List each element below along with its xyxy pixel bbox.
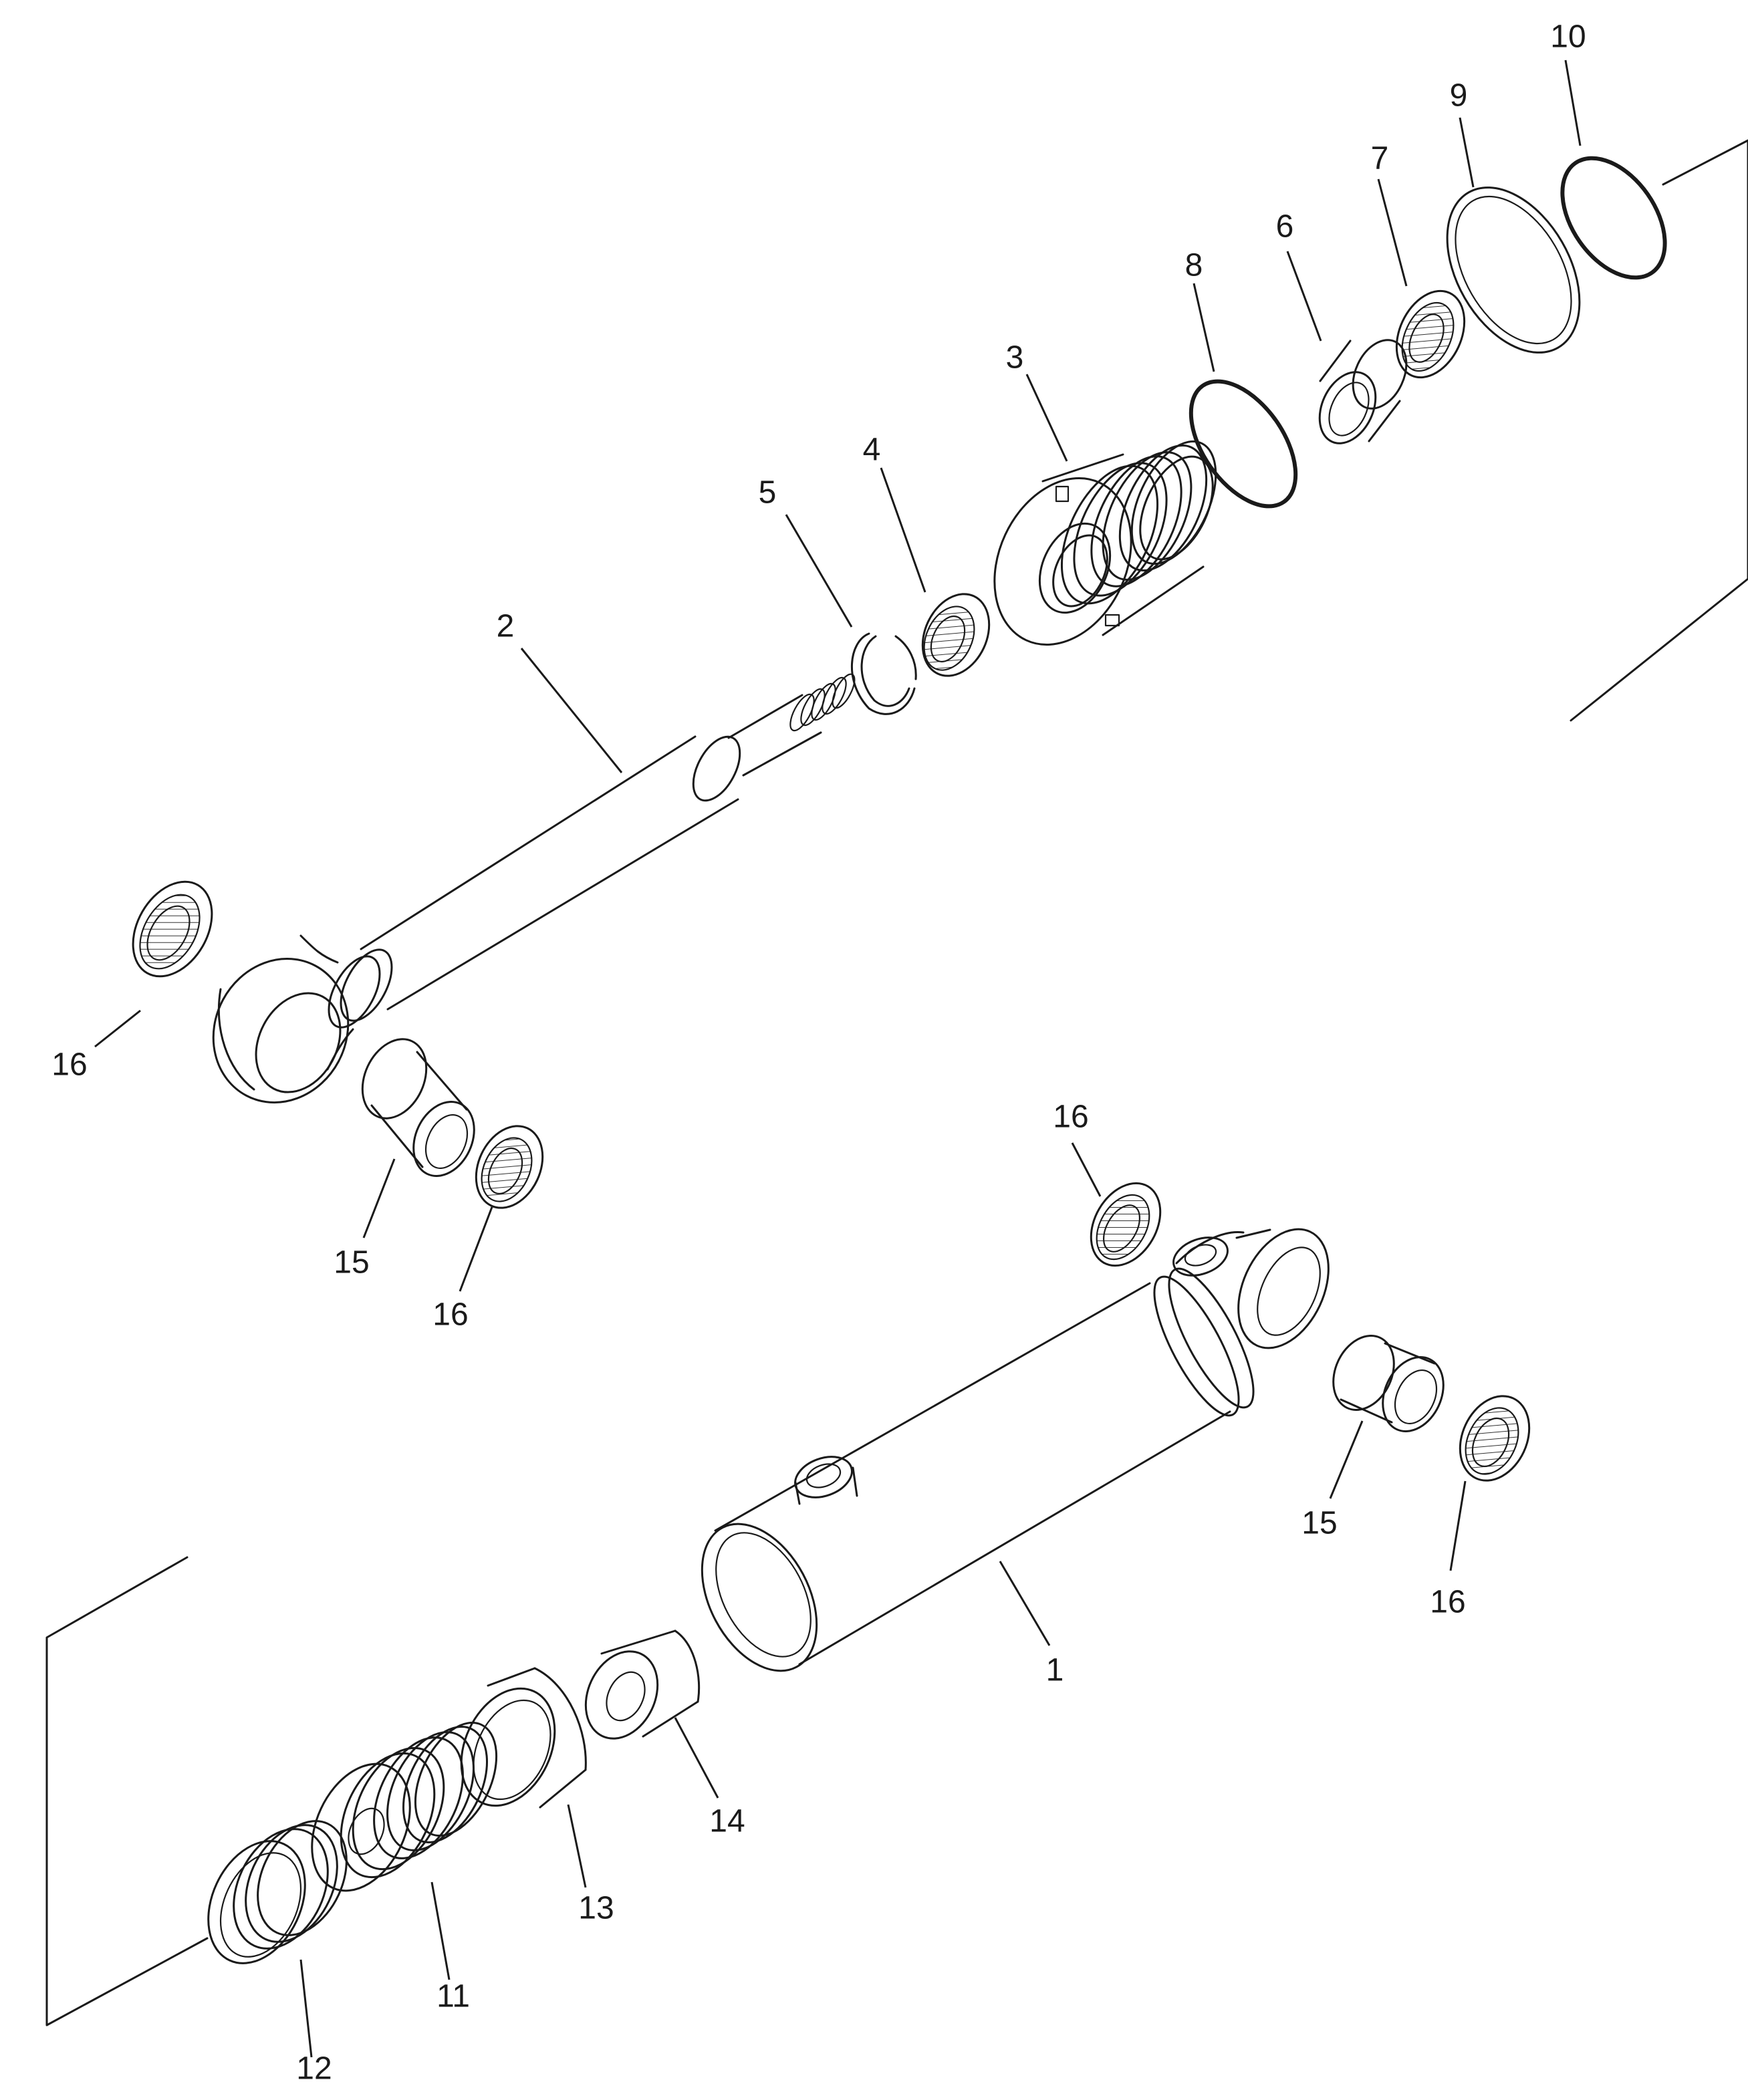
head-seal: [1395, 289, 1466, 379]
leader-lines: [94, 59, 1582, 2058]
tube-dust-seal-top: [1090, 1182, 1162, 1267]
leader-4: [880, 467, 926, 593]
label-13: 13: [578, 1891, 614, 1926]
tube-dust-seal-right: [1459, 1395, 1531, 1482]
label-4: 4: [863, 432, 881, 468]
leader-16b: [459, 1206, 493, 1292]
leader-6: [1286, 251, 1322, 342]
backup-ring: [1446, 186, 1581, 354]
leader-12: [299, 1959, 313, 2058]
cylinder-head: [993, 440, 1217, 646]
upper-bracket-line: [1570, 139, 1748, 722]
leader-16c: [1071, 1142, 1102, 1197]
label-16d: 16: [1430, 1585, 1465, 1620]
leader-9: [1459, 117, 1475, 188]
label-7: 7: [1371, 141, 1389, 176]
label-11: 11: [436, 1979, 470, 2014]
label-9: 9: [1450, 78, 1468, 114]
leader-15b: [1329, 1420, 1364, 1499]
label-15b: 15: [1301, 1506, 1337, 1541]
label-16c: 16: [1053, 1099, 1088, 1135]
label-16a: 16: [51, 1047, 87, 1083]
leader-7: [1377, 178, 1408, 287]
leader-14: [674, 1717, 719, 1799]
label-5: 5: [759, 475, 777, 511]
leader-5: [785, 514, 853, 628]
piston-nut: [584, 1629, 701, 1740]
label-16b: 16: [432, 1297, 468, 1333]
leader-11: [430, 1881, 451, 1980]
label-15a: 15: [334, 1245, 369, 1281]
leader-3: [1025, 374, 1068, 462]
label-14: 14: [709, 1804, 745, 1839]
label-10: 10: [1550, 19, 1586, 55]
leader-1: [999, 1561, 1051, 1646]
label-12: 12: [296, 2051, 332, 2087]
leader-15a: [362, 1158, 396, 1238]
leader-8: [1193, 283, 1215, 372]
rod-eye-dust-seal-right: [475, 1125, 544, 1209]
o-ring: [1560, 156, 1667, 280]
cylinder-tube: [701, 1228, 1330, 1672]
leader-16a: [94, 1009, 141, 1048]
label-3: 3: [1006, 340, 1024, 376]
leader-10: [1564, 59, 1582, 146]
leader-16d: [1449, 1480, 1467, 1571]
rod-eye-dust-seal-left: [132, 880, 213, 978]
label-6: 6: [1276, 209, 1294, 245]
label-2: 2: [497, 609, 515, 644]
leader-13: [567, 1804, 587, 1888]
snap-ring: [850, 632, 917, 715]
head-o-ring: [1189, 379, 1298, 509]
head-bushing: [1318, 339, 1408, 444]
label-1: 1: [1046, 1653, 1064, 1688]
lower-bracket-line: [45, 1556, 209, 2026]
tube-bushing: [1332, 1335, 1445, 1432]
piston: [311, 1722, 498, 1892]
leader-2: [520, 648, 623, 773]
rod-seal: [921, 593, 991, 677]
piston-rod: [212, 673, 856, 1103]
label-8: 8: [1185, 248, 1203, 283]
piston-seal: [207, 1820, 348, 1964]
wear-ring: [460, 1667, 587, 1809]
part-labels: 1 2 3 4 5 6 7 8 9 10 11 12 13 14 15 15 1…: [51, 19, 1586, 2087]
rod-eye-bushing: [361, 1038, 475, 1177]
